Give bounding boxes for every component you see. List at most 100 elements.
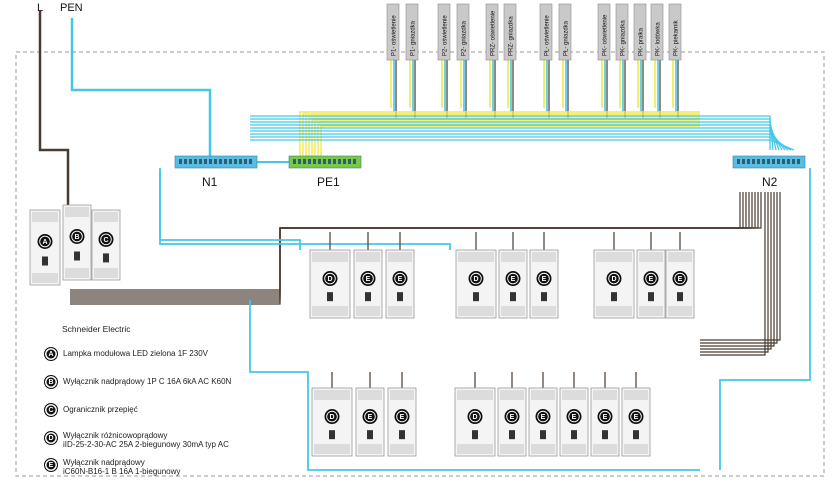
terminal-bottom: [458, 306, 494, 316]
toggle-lever: [611, 292, 617, 302]
terminal-top: [358, 390, 382, 400]
device-mcb-10: E: [528, 387, 558, 457]
busbar-screw: [219, 159, 222, 164]
cable-tag-label: P2- gniazdka: [462, 20, 468, 56]
cable-tag-label: PK- lodówka: [656, 22, 662, 56]
cable-tag: PK- gniazdka: [615, 3, 629, 61]
badge-b: B: [44, 375, 58, 389]
busbar-screw: [229, 159, 232, 164]
badge-a: A: [44, 347, 58, 361]
device-badge-ring: [538, 272, 550, 285]
cable-tag-box: [503, 3, 517, 61]
device-indicator-lamp: A: [29, 209, 61, 286]
pen-feed-wire: [70, 18, 212, 156]
device-badge-ring: [568, 410, 580, 423]
busbar-screw: [308, 159, 311, 164]
pe1-label: PE1: [317, 175, 340, 189]
terminal-top: [457, 390, 493, 400]
toggle-lever: [397, 292, 403, 302]
busbar-screw: [752, 159, 755, 164]
device-letter: E: [603, 414, 608, 421]
terminal-top: [500, 390, 524, 400]
terminal-top: [356, 252, 380, 262]
terminal-bottom: [388, 306, 412, 316]
terminal-bottom: [390, 444, 414, 454]
terminal-top: [562, 390, 586, 400]
n1-to-rcd1-wire: [159, 168, 301, 250]
device-mcb-5: E: [636, 249, 666, 319]
terminal-top: [65, 207, 89, 217]
device-mcb-4: E: [529, 249, 559, 319]
phase-return-wire: [700, 192, 769, 353]
device-rcd-2: D: [455, 249, 497, 319]
busbar-screw: [298, 159, 301, 164]
device-letter: E: [634, 414, 639, 421]
cable-tag-box: [668, 3, 682, 61]
cable-tag-box: [386, 3, 400, 61]
cable-tag-box: [633, 3, 647, 61]
device-letter: C: [103, 237, 108, 244]
legend-item-c: C Ogranicznik przepięć: [44, 403, 138, 417]
wires: [38, 10, 811, 471]
terminal-top: [388, 252, 412, 262]
cable-tag-label: P2- oświetlenie: [443, 15, 449, 56]
terminal-top: [531, 390, 555, 400]
cable-tag-box: [437, 3, 451, 61]
cable-tag-box: [650, 3, 664, 61]
terminal-bottom: [314, 444, 350, 454]
legend-text-d-1: Wyłącznik różnicowoprądowy: [63, 431, 168, 440]
toggle-lever: [571, 430, 577, 440]
device-mcb-11: E: [559, 387, 589, 457]
terminal-bottom: [500, 444, 524, 454]
terminal-top: [593, 390, 617, 400]
busbar-screw: [323, 159, 326, 164]
cable-tag-label: PK- pralka: [639, 27, 645, 56]
cable-tag: PŁ- oświetlenie: [539, 3, 553, 61]
terminal-top: [390, 390, 414, 400]
terminal-top: [596, 252, 632, 262]
device-badge-ring: [599, 410, 611, 423]
busbar-screw: [762, 159, 765, 164]
busbar-screw: [318, 159, 321, 164]
toggle-lever: [329, 430, 335, 440]
legend-text-d: Wyłącznik różnicowoprądowy iID-25-2-30-A…: [63, 431, 229, 449]
device-mcb-1: E: [353, 249, 383, 319]
toggle-lever: [602, 430, 608, 440]
device-rcd-4: D: [311, 387, 353, 457]
terminal-bottom: [32, 273, 58, 283]
cable-tag: PK- lodówka: [650, 3, 664, 61]
device-letter: E: [510, 414, 515, 421]
cable-tag-label: P1- oświetlenie: [392, 15, 398, 56]
device-mcb-2: E: [385, 249, 415, 319]
toggle-lever: [540, 430, 546, 440]
terminal-top: [668, 252, 692, 262]
n-harness-wire: [250, 139, 795, 151]
device-mcb-12: E: [590, 387, 620, 457]
busbar-screw: [199, 159, 202, 164]
phase-return-wire: [700, 192, 772, 350]
legend-text-e: Wyłącznik nadprądowy iC60N-B16-1 B 16A 1…: [63, 458, 180, 476]
busbar-screw: [757, 159, 760, 164]
device-badge-ring: [71, 230, 83, 243]
n1-to-rcd2-wire: [159, 172, 451, 250]
n-harness-wire: [250, 115, 771, 150]
device-letter: D: [329, 414, 334, 421]
cable-tag-label: P1- gniazdka: [411, 20, 417, 56]
phase-distribution-wire: [70, 192, 762, 305]
device-letter: E: [572, 414, 577, 421]
toggle-lever: [399, 430, 405, 440]
pe-harness-wire: [302, 113, 700, 160]
device-letter: E: [678, 276, 683, 283]
device-badge-ring: [630, 410, 642, 423]
busbar-screw: [772, 159, 775, 164]
busbar-screw: [328, 159, 331, 164]
device-badge-ring: [537, 410, 549, 423]
badge-e: E: [44, 458, 58, 472]
busbar-screw: [353, 159, 356, 164]
device-badge-ring: [364, 410, 376, 423]
l-label: L: [37, 2, 44, 14]
terminal-bottom: [624, 444, 648, 454]
terminal-bottom: [457, 444, 493, 454]
cable-tag-box: [597, 3, 611, 61]
